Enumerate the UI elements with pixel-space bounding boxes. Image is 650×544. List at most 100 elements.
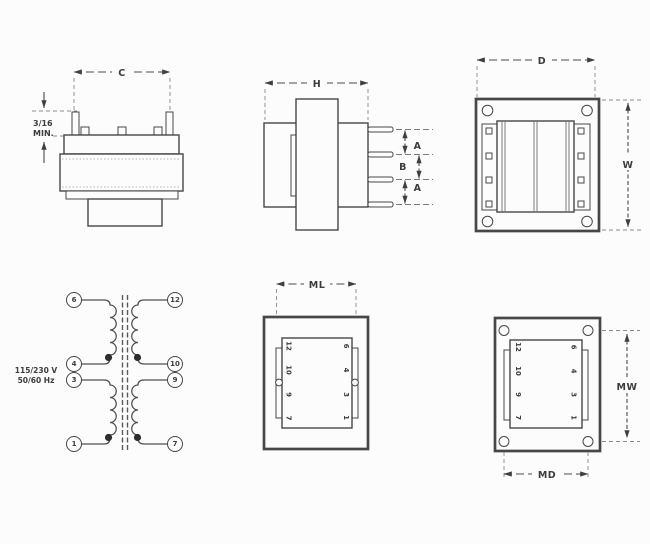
dim-label-b: B — [399, 162, 407, 173]
dim-label-gap — [532, 52, 552, 66]
pin-hole — [485, 176, 493, 184]
bobbin-base-outline — [509, 339, 583, 429]
mounting-view: 12 10 9 7 6 4 3 1 MW MD — [493, 316, 641, 481]
pin-terminal-9 — [167, 372, 183, 388]
dim-label-a-top: A — [414, 141, 422, 152]
pin-label-10: 10 — [514, 366, 522, 376]
alignment-boss — [351, 378, 359, 387]
pin-label-3: 3 — [342, 392, 350, 397]
pin-label-4: 4 — [72, 360, 77, 368]
bobbin-flange-right — [573, 123, 591, 211]
dim-label-gap — [532, 466, 562, 480]
bobbin-flange-edge — [290, 134, 297, 197]
polarity-dot — [133, 433, 142, 442]
dim-label-gap — [307, 75, 327, 89]
pin-label-9: 9 — [285, 392, 293, 397]
dim-label-gap — [619, 155, 637, 170]
pin-terminal-10 — [167, 356, 183, 372]
pin-min-height-unit-label: MIN. — [33, 129, 54, 138]
dim-label-mw: MW — [617, 382, 638, 393]
pin-terminal-7 — [167, 436, 183, 452]
bobbin-flange-left — [481, 123, 498, 211]
solder-pin-right — [165, 111, 174, 136]
solder-pin-left — [71, 111, 80, 136]
pin-hole — [577, 176, 585, 184]
mounting-hole — [581, 215, 593, 228]
dim-label-md: MD — [538, 470, 556, 481]
pin-label-4: 4 — [570, 369, 578, 374]
pin-hole — [485, 152, 493, 160]
polarity-dot — [133, 353, 142, 362]
mounting-hole — [498, 325, 510, 336]
pin-terminal-12 — [167, 292, 183, 308]
dim-label-a-bottom: A — [414, 183, 422, 194]
pin-label-12: 12 — [514, 342, 522, 352]
pin-2-side — [367, 151, 394, 158]
pin-label-9: 9 — [173, 376, 178, 384]
pin-label-6: 6 — [342, 344, 350, 349]
voltage-rating-label: 115/230 V — [15, 366, 58, 375]
pin-label-6: 6 — [570, 345, 578, 350]
lamination-core-band — [59, 153, 184, 192]
pin-label-1: 1 — [72, 440, 77, 448]
pin-label-12: 12 — [285, 341, 293, 351]
pin-min-height-label: 3/16 — [33, 119, 53, 128]
polarity-dot — [104, 353, 113, 362]
primary-winding-bottom — [81, 379, 117, 445]
mounting-hole — [481, 215, 494, 228]
core-column — [295, 98, 339, 231]
dim-label-w: W — [623, 160, 634, 171]
bobbin-base — [87, 198, 163, 227]
schematic: 115/230 V 50/60 Hz 6 4 3 1 12 10 9 7 — [15, 292, 183, 452]
pin-label-6: 6 — [72, 296, 77, 304]
pin-terminal-3 — [66, 372, 82, 388]
pin-label-1: 1 — [342, 415, 350, 420]
pin-label-7: 7 — [285, 416, 293, 421]
pin-label-10: 10 — [170, 360, 180, 368]
pin-label-12: 12 — [170, 296, 180, 304]
mounting-hole — [498, 436, 510, 447]
dim-label-gap — [304, 276, 330, 290]
pin-hole — [485, 200, 493, 208]
pin-hole — [577, 200, 585, 208]
pin-label-7: 7 — [514, 415, 522, 420]
primary-winding-top — [81, 299, 117, 365]
pin-3-side — [367, 176, 394, 183]
pin-label-10: 10 — [285, 365, 293, 375]
pin-label-3: 3 — [72, 376, 77, 384]
frequency-rating-label: 50/60 Hz — [18, 376, 55, 385]
mounting-hole — [581, 104, 593, 117]
dim-label-c: C — [118, 68, 125, 79]
pin-label-7: 7 — [173, 440, 178, 448]
alignment-boss — [275, 378, 283, 387]
bobbin-base-outline — [281, 337, 353, 429]
core-top-face — [496, 120, 575, 213]
dim-label-gap — [112, 64, 132, 78]
solder-pin-stub — [153, 126, 163, 136]
bobbin-flange-left — [503, 349, 511, 421]
bobbin-top-flange — [63, 134, 180, 155]
bobbin-flange-right — [581, 349, 589, 421]
dim-label-d: D — [538, 56, 546, 67]
pin-terminal-6 — [66, 292, 82, 308]
dim-label-ml: ML — [309, 280, 326, 291]
bobbin-lower-strip — [65, 190, 179, 200]
front-view: C 3/16 MIN. — [32, 64, 184, 227]
pin-hole — [577, 127, 585, 135]
bottom-view: ML 12 10 9 7 6 4 3 1 — [262, 276, 370, 451]
pin-1-side — [367, 126, 394, 133]
top-view: D W — [474, 52, 641, 233]
pin-label-4: 4 — [342, 368, 350, 373]
pin-label-1: 1 — [570, 415, 578, 420]
pin-4-side — [367, 201, 394, 208]
polarity-dot — [104, 433, 113, 442]
solder-pin-stub — [117, 126, 127, 136]
side-view: H A B A — [263, 75, 433, 231]
pin-label-3: 3 — [570, 392, 578, 397]
pin-label-9: 9 — [514, 392, 522, 397]
pin-hole — [577, 152, 585, 160]
solder-pin-stub — [80, 126, 90, 136]
dim-label-h: H — [313, 79, 321, 90]
mounting-hole — [582, 436, 594, 447]
